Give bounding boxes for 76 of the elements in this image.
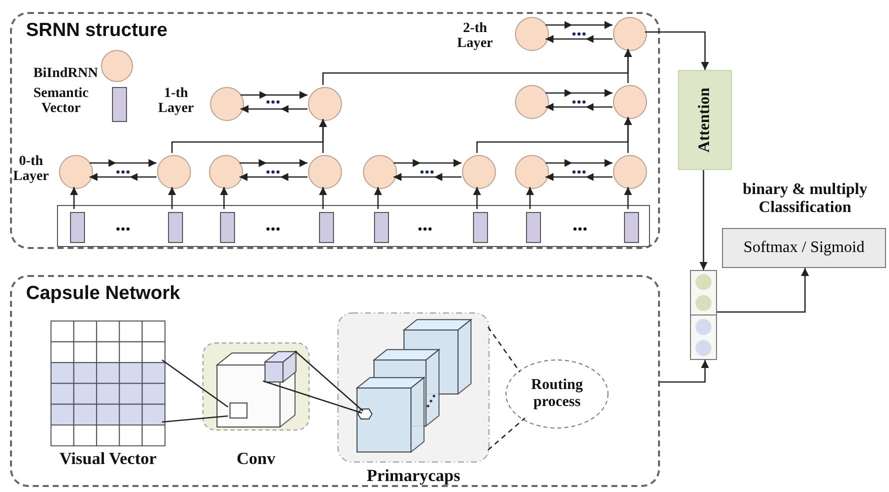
node-label: Conv <box>236 450 276 469</box>
arrow <box>546 173 612 181</box>
semantic-vector-bar <box>220 212 234 243</box>
arrow <box>90 159 156 167</box>
arrow <box>546 159 612 167</box>
node-label: Visual Vector <box>59 450 157 469</box>
arrow <box>240 159 308 167</box>
rnn-unit-circle <box>515 17 549 51</box>
rnn-unit-circle <box>157 155 191 189</box>
connector-line <box>487 326 521 372</box>
feature-vector-stack <box>690 270 717 360</box>
rnn-unit-circle <box>613 17 647 51</box>
arrow <box>546 89 612 97</box>
node-label: Primarycaps <box>366 467 460 486</box>
arrow <box>70 187 78 209</box>
arrow <box>526 187 534 209</box>
arrow <box>240 105 308 113</box>
semantic-vector-bar <box>374 212 388 243</box>
arrow <box>394 159 462 167</box>
arrow <box>168 187 176 209</box>
layer-label: 2-th Layer <box>456 21 494 52</box>
panel-title: SRNN structure <box>26 20 168 42</box>
semantic-vector-bar <box>318 212 334 243</box>
rnn-unit-circle <box>59 155 93 189</box>
arrow <box>220 187 228 209</box>
arrow <box>240 91 308 99</box>
node-label: binary & multiply Classification <box>742 181 868 216</box>
connector-line <box>162 415 228 423</box>
rnn-unit-circle <box>209 155 243 189</box>
rnn-unit-circle <box>515 155 549 189</box>
legend-label: BiIndRNN <box>32 66 98 82</box>
rnn-unit-circle <box>462 155 496 189</box>
block-label: Routing process <box>530 377 584 410</box>
arrow <box>624 117 632 153</box>
arrow <box>374 187 382 209</box>
arrow <box>319 187 327 209</box>
block-label: Attention <box>696 88 714 152</box>
arrow <box>473 187 481 209</box>
layer-label: 1-th Layer <box>157 86 195 117</box>
semantic-vector-bar <box>526 212 540 243</box>
semantic-vector-bar <box>624 212 638 243</box>
rnn-unit-circle <box>515 85 549 119</box>
arrow <box>394 173 462 181</box>
arrow <box>645 31 709 70</box>
dashed-panel <box>10 12 660 249</box>
arrow <box>240 173 308 181</box>
arrow <box>546 21 612 29</box>
semantic-vector-bar <box>168 212 182 243</box>
rnn-unit-circle <box>613 155 647 189</box>
arrow <box>90 173 156 181</box>
rnn-unit-circle <box>613 85 647 119</box>
rnn-unit-circle <box>308 155 342 189</box>
rnn-unit-circle <box>363 155 397 189</box>
arrow <box>717 268 809 313</box>
block-label: Softmax / Sigmoid <box>744 239 864 257</box>
connector-line <box>488 418 526 450</box>
legend-label: Semantic Vector <box>32 86 90 117</box>
vector-sequence-box <box>57 205 650 247</box>
connector-line <box>162 359 228 408</box>
arrow <box>624 49 632 83</box>
connector-line <box>294 350 364 412</box>
arrow <box>546 35 612 43</box>
connector-line <box>262 380 362 414</box>
arrow <box>546 103 612 111</box>
arrow <box>319 119 327 153</box>
rnn-unit-circle <box>210 87 244 121</box>
semantic-vector-bar <box>472 212 488 243</box>
semantic-vector-bar <box>70 212 84 243</box>
attention-block <box>678 70 732 170</box>
arrow <box>660 360 709 383</box>
arrow <box>624 187 632 209</box>
layer-label: 0-th Layer <box>12 154 50 185</box>
rnn-unit-circle <box>308 87 342 121</box>
dashed-panel <box>10 275 660 487</box>
panel-title: Capsule Network <box>26 283 180 305</box>
arrow <box>700 170 708 270</box>
